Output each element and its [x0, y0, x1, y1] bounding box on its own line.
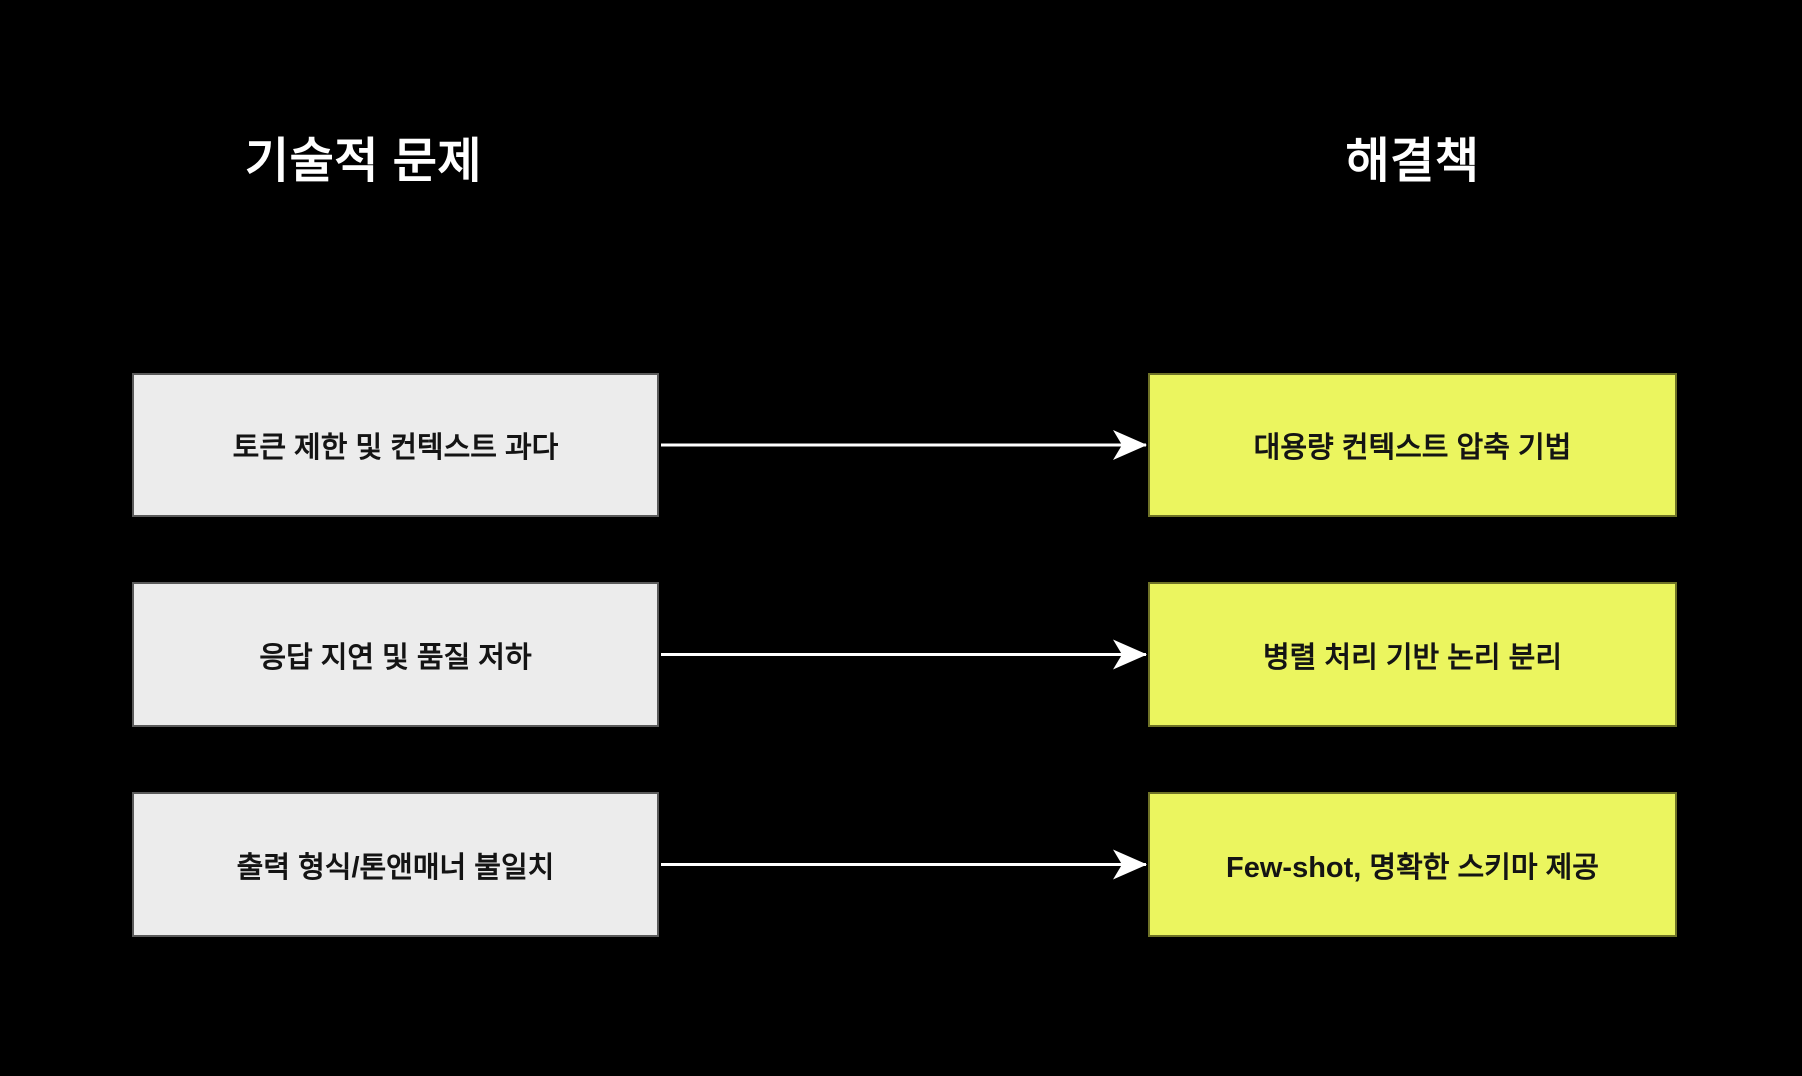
solution-label-3: Few-shot, 명확한 스키마 제공 — [1226, 851, 1599, 884]
problem-label-3: 출력 형식/톤앤매너 불일치 — [236, 851, 555, 884]
solution-label-2: 병렬 처리 기반 논리 분리 — [1262, 641, 1563, 674]
solution-label-1: 대용량 컨텍스트 압축 기법 — [1253, 432, 1572, 464]
solution-box-2: 병렬 처리 기반 논리 분리 — [1148, 582, 1677, 727]
solution-box-1: 대용량 컨텍스트 압축 기법 — [1148, 373, 1677, 517]
problem-label-2: 응답 지연 및 품질 저하 — [259, 641, 532, 674]
problem-box-1: 토큰 제한 및 컨텍스트 과다 — [132, 373, 659, 517]
problem-label-1: 토큰 제한 및 컨텍스트 과다 — [232, 432, 559, 464]
solution-box-3: Few-shot, 명확한 스키마 제공 — [1148, 792, 1677, 937]
problem-box-3: 출력 형식/톤앤매너 불일치 — [132, 792, 659, 937]
column-header-problems: 기술적 문제 — [244, 135, 483, 188]
problem-box-2: 응답 지연 및 품질 저하 — [132, 582, 659, 727]
column-header-solutions: 해결책 — [1345, 135, 1480, 188]
